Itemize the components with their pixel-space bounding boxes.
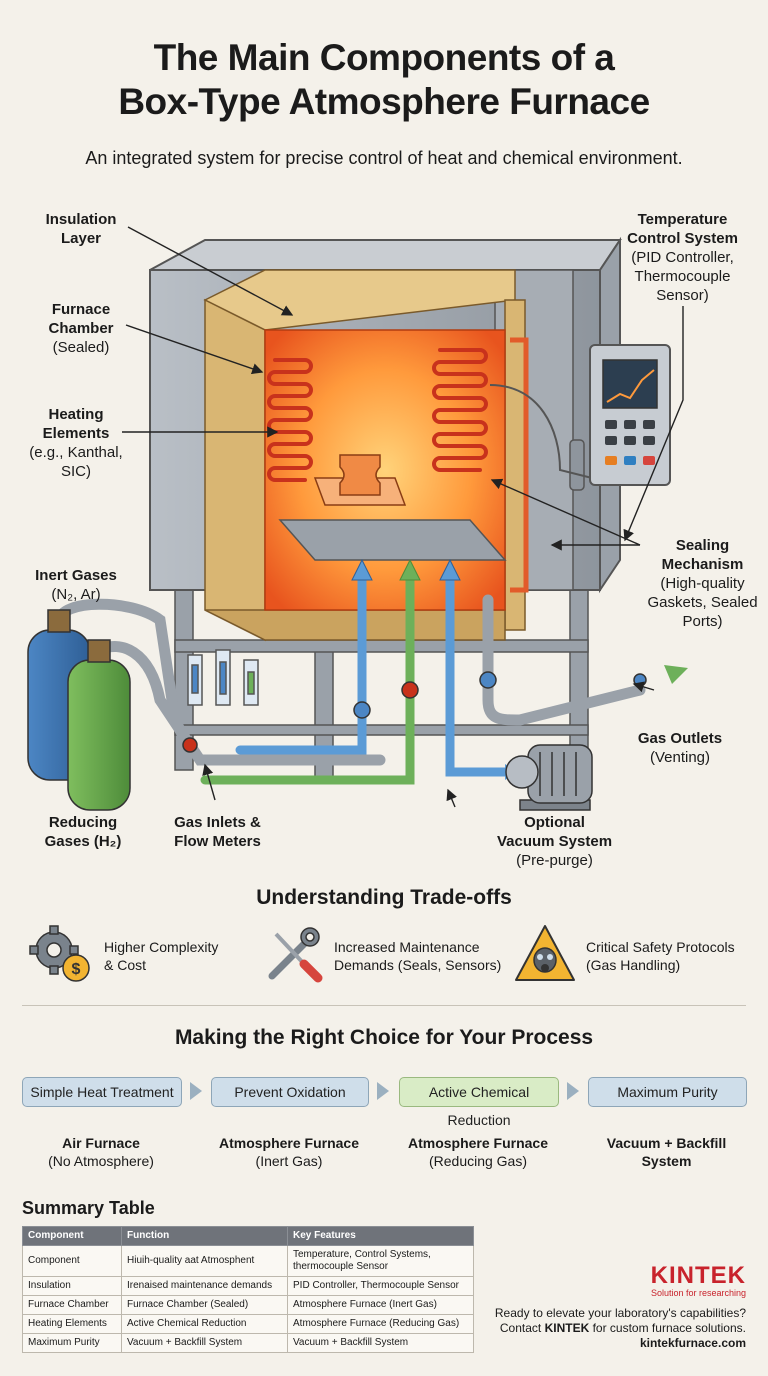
trend-chart-icon (606, 369, 655, 403)
choice-step-chemical-reduction: Active Chemical Reduction (399, 1077, 559, 1128)
label-gas-outlets: Gas Outlets (Venting) (637, 730, 723, 766)
arrow-right-icon (377, 1082, 389, 1100)
summary-table: Component Function Key Features Componen… (22, 1226, 474, 1353)
table-row: Insulation Irenaised maintenance demands… (22, 1276, 474, 1296)
tradeoff-safety: Critical Safety Protocols (Gas Handling) (512, 922, 752, 992)
furnace-diagram (27, 226, 688, 811)
valves (182, 671, 647, 753)
choice-result-4: Vacuum + Backfill System (606, 1135, 727, 1169)
label-inert-gases: Inert Gases (N₂, Ar) (35, 567, 117, 603)
gas-cylinders (27, 609, 131, 811)
vacuum-pump (505, 744, 593, 811)
tradeoffs-title: Understanding Trade-offs (256, 886, 512, 909)
choice-step-prevent-oxidation: Prevent Oxidation (211, 1077, 369, 1107)
hearth-plate (278, 454, 507, 561)
arrow-right-icon (567, 1082, 579, 1100)
gas-mask-warning-icon (515, 925, 575, 981)
table-row: Heating Elements Active Chemical Reducti… (22, 1314, 474, 1334)
thermocouple-wire (489, 384, 601, 481)
table-row: Furnace Chamber Furnace Chamber (Sealed)… (22, 1295, 474, 1315)
arrow-right-icon (190, 1082, 202, 1100)
label-reducing-gases: Reducing Gases (H₂) (44, 814, 122, 850)
label-vacuum-system: Optional Vacuum System (Pre-purge) (496, 814, 613, 869)
section-divider (22, 1005, 746, 1006)
flow-meters (187, 649, 259, 706)
sealing-gasket (510, 337, 529, 593)
tradeoff-complexity: $ Higher Complexity & Cost (28, 922, 248, 992)
contact-cta: Ready to elevate your laboratory's capab… (494, 1306, 746, 1350)
choice-result-1: Air Furnace (No Atmosphere) (48, 1135, 154, 1169)
choice-title: Making the Right Choice for Your Process (174, 1026, 594, 1049)
choice-step-maximum-purity: Maximum Purity (588, 1077, 747, 1107)
choice-result-3: Atmosphere Furnace (Reducing Gas) (407, 1135, 549, 1169)
wrench-screwdriver-icon (268, 927, 323, 983)
page-subtitle: An integrated system for precise control… (85, 148, 683, 168)
label-sealing-mechanism: Sealing Mechanism (High-quality Gaskets,… (647, 537, 758, 630)
page-title: The Main Components of a Box-Type Atmosp… (118, 37, 650, 122)
gear-dollar-icon: $ (29, 925, 90, 982)
label-furnace-chamber: Furnace Chamber (Sealed) (48, 301, 114, 356)
brand-logo: KINTEK Solution for researching (650, 1262, 746, 1298)
summary-title: Summary Table (22, 1198, 155, 1218)
heating-elements (267, 348, 488, 482)
leader-lines (122, 226, 684, 808)
table-header-row: Component Function Key Features (22, 1226, 474, 1246)
table-row: Maximum Purity Vacuum + Backfill System … (22, 1333, 474, 1353)
label-temperature-control: Temperature Control System (PID Controll… (627, 211, 738, 304)
label-gas-inlets: Gas Inlets & Flow Meters (174, 814, 261, 850)
svg-text:$: $ (72, 961, 81, 978)
choice-step-heat-treatment: Simple Heat Treatment (22, 1077, 182, 1107)
website-link[interactable]: kintekfurnace.com (639, 1336, 746, 1350)
control-panel (589, 344, 671, 486)
label-heating-elements: Heating Elements (e.g., Kanthal, SIC) (29, 406, 123, 480)
workpiece (339, 454, 381, 496)
label-insulation: Insulation Layer (45, 211, 117, 247)
table-row: Component Hiuih-quality aat Atmosphent T… (22, 1245, 474, 1277)
tradeoff-maintenance: Increased Maintenance Demands (Seals, Se… (262, 922, 512, 992)
choice-result-2: Atmosphere Furnace (Inert Gas) (218, 1135, 360, 1169)
